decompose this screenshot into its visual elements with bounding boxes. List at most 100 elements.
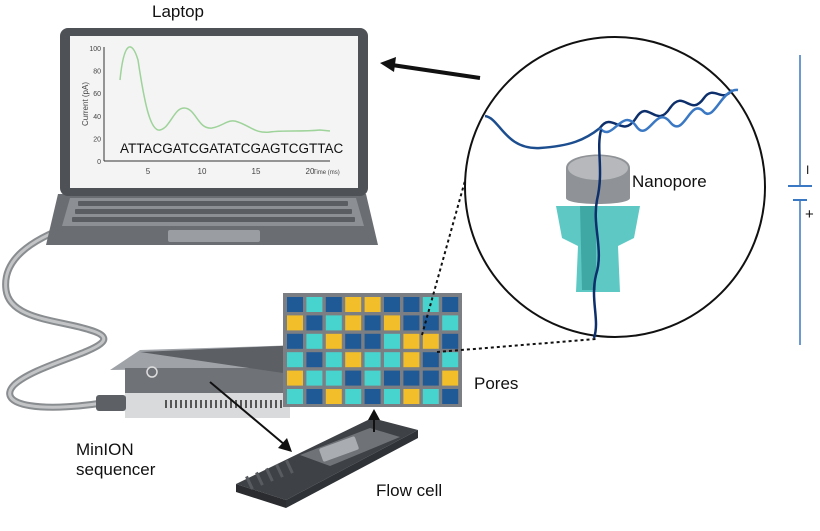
pore-cell [287, 315, 303, 331]
battery-negative-label: I [806, 163, 809, 177]
pore-cell [384, 352, 400, 368]
pore-cell [345, 333, 362, 349]
usb-plug [96, 395, 126, 411]
pore-cell [364, 333, 381, 349]
pore-cell [345, 297, 362, 312]
pore-cell [325, 297, 342, 312]
pore-cell [306, 370, 323, 386]
vent-slot [230, 400, 232, 408]
pore-cell [345, 315, 362, 331]
pore-cell [403, 315, 420, 331]
pore-cell [287, 297, 303, 312]
pore-cell [287, 389, 303, 404]
vent-slot [190, 400, 192, 408]
pores-grid [283, 293, 462, 407]
touchpad [168, 230, 260, 242]
pore-cell [442, 370, 459, 386]
x-tick-label: 5 [146, 167, 151, 176]
pore-cell [422, 370, 439, 386]
x-tick-label: 15 [252, 167, 261, 176]
pore-cell [325, 370, 342, 386]
pore-cell [384, 297, 400, 312]
pore-cell [442, 297, 459, 312]
pore-cell [345, 389, 362, 404]
zoom-arrow [380, 57, 481, 80]
x-tick-label: 10 [198, 167, 207, 176]
pore-cell [306, 352, 323, 368]
pore-cell [422, 315, 439, 331]
flow-cell-ridge [275, 463, 284, 478]
vent-slot [200, 400, 202, 408]
y-tick-label: 100 [89, 46, 101, 53]
pore-cell [325, 389, 342, 404]
screen-xlabel: Time (ms) [313, 170, 340, 176]
pore-cell [364, 315, 381, 331]
minion-to-flowcell-arrow [209, 381, 292, 452]
pore-cell [384, 389, 400, 404]
vent-slot [185, 400, 187, 408]
pore-cell [403, 297, 420, 312]
battery-positive-label: + [805, 206, 814, 223]
pore-cell [384, 315, 400, 331]
vent-slot [175, 400, 177, 408]
nanopore-zoom-circle: Nanopore [464, 36, 766, 339]
pore-cell [422, 352, 439, 368]
vent-slot [245, 400, 247, 408]
vent-slot [205, 400, 207, 408]
pore-cell [403, 370, 420, 386]
vent-slot [180, 400, 182, 408]
pore-cell [442, 352, 459, 368]
pore-cell [442, 315, 459, 331]
vent-slot [165, 400, 167, 408]
vent-slot [170, 400, 172, 408]
dna-single-strand [484, 114, 601, 150]
laptop [46, 28, 378, 245]
dna-double-helix-b [599, 88, 739, 134]
flow-cell-ridge [255, 471, 264, 486]
flow-cell-ridge [245, 475, 254, 490]
flow-cell [236, 418, 418, 508]
pore-cell [325, 352, 342, 368]
dna-sequence-readout: ATTACGATCGATATCGAGTCGTTAC [120, 141, 343, 156]
flow-cell-ridge [285, 459, 294, 474]
pore-cell [364, 297, 381, 312]
pore-cell [345, 370, 362, 386]
pore-cell [287, 370, 303, 386]
pore-cell [403, 352, 420, 368]
pore-cell [403, 333, 420, 349]
vent-slot [265, 400, 267, 408]
usb-cable [2, 221, 124, 411]
vent-slot [225, 400, 227, 408]
pore-cell [403, 389, 420, 404]
dna-through-pore [592, 129, 603, 339]
vent-slot [220, 400, 222, 408]
y-tick-label: 0 [97, 159, 101, 166]
vent-slot [195, 400, 197, 408]
flow-cell-label: Flow cell [376, 481, 442, 500]
pore-cell [306, 315, 323, 331]
pore-cell [364, 352, 381, 368]
pore-cell [384, 333, 400, 349]
screen-ylabel: Current (pA) [81, 82, 90, 126]
dna-double-helix-a [598, 89, 734, 129]
laptop-screen [70, 36, 358, 188]
pore-cell [364, 389, 381, 404]
flow-cell-ridge [265, 467, 274, 482]
pore-cell [325, 333, 342, 349]
y-tick-label: 20 [93, 136, 101, 143]
current-trace [119, 46, 331, 134]
y-tick-label: 40 [93, 114, 101, 121]
minion-sequencer-label: MinION sequencer [76, 440, 156, 479]
pore-cell [422, 333, 439, 349]
minion-logo [146, 366, 158, 378]
vent-slot [215, 400, 217, 408]
pore-cell [442, 333, 459, 349]
vent-slot [240, 400, 242, 408]
vent-slot [275, 400, 277, 408]
pore-cell [306, 333, 323, 349]
laptop-label: Laptop [152, 2, 204, 21]
battery-symbol: I + [788, 55, 814, 345]
pore-cell [345, 352, 362, 368]
